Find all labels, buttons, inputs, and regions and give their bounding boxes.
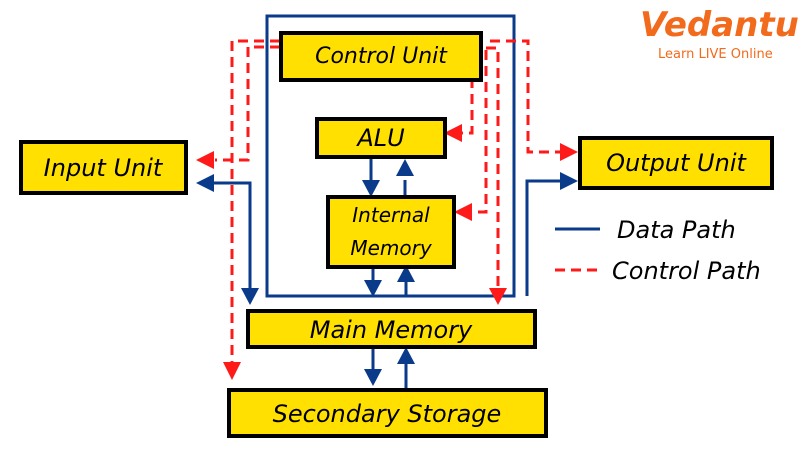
secondary-storage-block: Secondary Storage [227,388,548,438]
arrowhead-to-alu-data [396,159,414,176]
output-unit-label: Output Unit [606,149,747,177]
main-memory-label: Main Memory [310,316,473,344]
control-unit-label: Control Unit [315,44,448,69]
legend: Data Path Control Path [555,216,761,285]
alu-block: ALU [315,117,447,159]
control-path-to-output-unit [490,39,562,154]
internal-memory-block: Internal Memory [326,195,456,269]
main-memory-block: Main Memory [246,309,537,349]
control-path-to-alu [462,78,474,135]
data-arrowheads [196,159,578,386]
arrowhead-to-alu [444,124,462,142]
arrowhead-to-input-unit [196,151,214,169]
brand-name: Vedantu [640,5,799,45]
data-paths [210,157,562,388]
control-path-to-internal-memory [470,50,488,214]
control-path-to-secondary-storage [230,39,280,368]
arrowhead-to-internal-memory-from-main [397,265,415,282]
alu-label: ALU [355,124,405,152]
output-unit-block: Output Unit [578,136,774,190]
internal-memory-label-line1: Internal [352,203,430,227]
arrowhead-to-secondary-storage-data [364,369,382,386]
arrowhead-to-internal-memory-data [362,180,380,197]
vedantu-logo: Vedantu Learn LIVE Online [640,5,799,62]
arrowhead-to-main-memory-from-secondary [397,347,415,364]
data-path-main-to-output [525,179,562,296]
arrowhead-to-main-memory-from-internal [364,280,382,297]
control-unit-block: Control Unit [279,31,483,82]
control-path-to-main-memory [486,46,500,290]
brand-tagline: Learn LIVE Online [658,47,773,62]
legend-control-path-label: Control Path [612,257,761,285]
arrowhead-to-main-memory-data [241,288,259,305]
input-unit-block: Input Unit [19,140,188,195]
arrowhead-to-input-unit-data [196,174,214,192]
cpu-enclosure [265,14,516,298]
secondary-storage-label: Secondary Storage [273,400,502,428]
arrowhead-to-output-unit [560,143,578,161]
data-path-input-main-memory [210,181,252,292]
control-paths [215,39,562,368]
control-arrowheads [196,124,578,380]
internal-memory-label-line2: Memory [350,236,433,260]
input-unit-label: Input Unit [44,154,164,182]
arrowhead-to-main-memory [489,288,507,305]
legend-data-path-label: Data Path [617,216,736,244]
arrowhead-to-output-unit-data [560,172,578,190]
arrowhead-to-secondary-storage [223,362,241,380]
control-path-to-input-unit [215,45,280,162]
arrowhead-to-internal-memory [454,203,472,221]
